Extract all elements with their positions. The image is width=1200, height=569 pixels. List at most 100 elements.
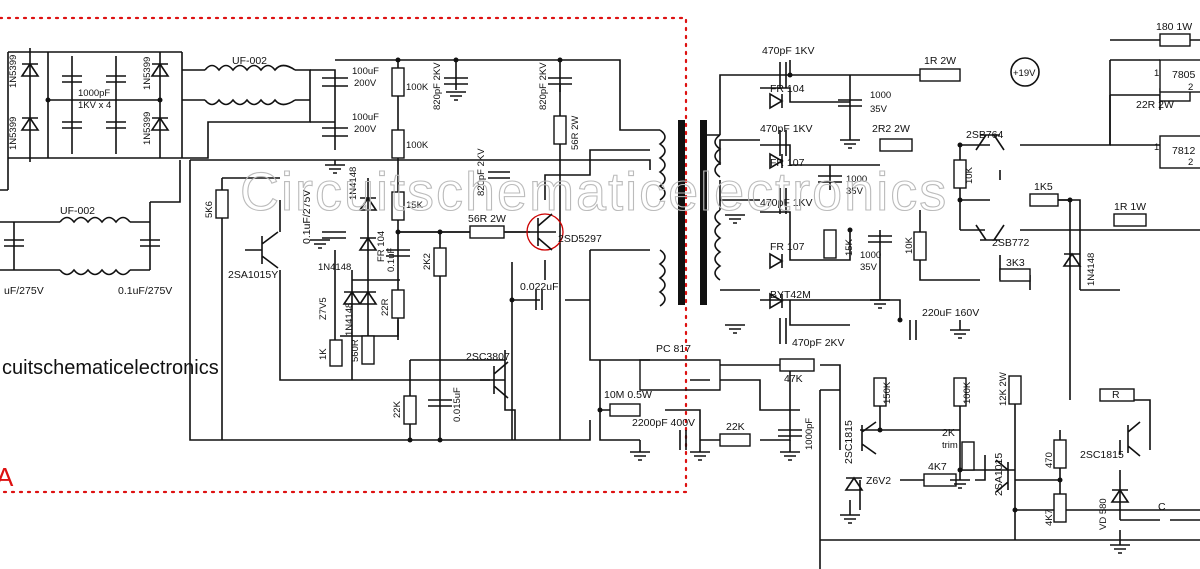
watermark-side: cuitschematicelectronics	[2, 357, 219, 379]
label: 200V	[354, 124, 377, 135]
label: 22R	[380, 298, 391, 316]
label: 2SC1815	[1080, 449, 1124, 461]
label: 3K3	[1006, 257, 1025, 269]
transformer-core	[700, 120, 707, 305]
label: 22K	[392, 400, 403, 418]
label: 2SC1815	[843, 420, 855, 464]
label: 22K	[726, 421, 745, 433]
label: 1	[1154, 68, 1159, 79]
label: 2K	[942, 427, 955, 439]
label: 2	[1188, 157, 1193, 168]
corner-mark: A	[0, 462, 14, 492]
label: 1000	[860, 250, 881, 261]
label: 100K	[406, 140, 429, 151]
label: 1R 1W	[1114, 201, 1146, 213]
label: 1KV x 4	[78, 100, 111, 111]
label: 2SA1015Y	[228, 269, 278, 281]
label: 4K7	[1044, 509, 1055, 526]
label: 1K	[318, 348, 329, 360]
label: 47K	[784, 373, 803, 385]
primary-boundary	[0, 16, 688, 494]
label: 2SD5297	[558, 233, 602, 245]
label: 1	[1154, 142, 1159, 153]
label: Z6V2	[866, 475, 891, 487]
label: 4K7	[928, 461, 947, 473]
label: FR 107	[770, 157, 805, 169]
label: 10K	[904, 236, 915, 254]
label: 1N4148	[348, 167, 359, 200]
label: FR 107	[770, 241, 805, 253]
diode-symbol	[342, 92, 1130, 503]
label: 2SB772	[992, 237, 1030, 249]
label: 470	[1044, 452, 1055, 468]
label: 15K	[844, 238, 855, 256]
transistor-symbol	[261, 134, 1141, 493]
label: 560R	[350, 339, 361, 362]
label: 220uF 160V	[922, 307, 979, 319]
ic-7805	[1159, 59, 1200, 93]
label: 0.1uF/275V	[118, 285, 172, 297]
label: 1N4148	[1086, 253, 1097, 286]
label: 5K6	[204, 201, 215, 218]
label: 1N4148	[344, 303, 355, 336]
wiring	[0, 39, 1200, 569]
label: 10K	[964, 166, 975, 184]
watermark: Circuitschematicelectronics	[240, 162, 948, 222]
label: 2SA1015	[993, 453, 1005, 496]
label: 820pF 2KV	[538, 62, 549, 110]
label: 22R 2W	[1136, 99, 1174, 111]
label: UF-002	[232, 55, 267, 67]
inductor-symbol	[59, 64, 722, 307]
label: 470pF 1KV	[760, 123, 813, 135]
label: 7805	[1172, 69, 1196, 81]
label: 1000pF	[804, 418, 815, 450]
label: 15K	[406, 200, 424, 211]
label: 1N5399	[8, 55, 19, 88]
label: 1N5399	[142, 57, 153, 90]
component-labels: 1N5399 1N5399 1N5399 1N5399 1000pF 1KV x…	[4, 21, 1196, 530]
label: FR 104	[376, 231, 387, 262]
label: 0.1uF	[386, 248, 397, 272]
label: 820pF 2KV	[432, 62, 443, 110]
label: 470pF 1KV	[760, 197, 813, 209]
label: 2SC3807	[466, 351, 510, 363]
label: 470pF 2KV	[792, 337, 845, 349]
label: C	[1158, 501, 1166, 513]
label: 35V	[870, 104, 888, 115]
label: 2	[1188, 82, 1193, 93]
label: VD 580	[1098, 498, 1109, 530]
label: 1000	[870, 90, 891, 101]
label: 1N5399	[8, 117, 19, 150]
label: FR 104	[770, 83, 805, 95]
label: 7812	[1172, 145, 1196, 157]
label: 1N4148	[318, 262, 351, 273]
label: 100uF	[352, 112, 379, 123]
output-terminal	[1010, 57, 1040, 87]
label: 0.1uF/275V	[301, 190, 313, 244]
label: 1N5399	[142, 112, 153, 145]
label: 820pF 2KV	[476, 148, 487, 196]
transformer-core	[678, 120, 685, 305]
label: 56R 2W	[570, 116, 581, 150]
label: 1000	[846, 174, 867, 185]
diode-symbol	[20, 62, 170, 131]
label: 35V	[846, 186, 864, 197]
label: 1000pF	[78, 88, 110, 99]
label: Z7V5	[318, 297, 329, 320]
label: +19V	[1013, 68, 1036, 79]
label: 35V	[860, 262, 878, 273]
label: R	[1112, 389, 1120, 401]
label: BYT42M	[770, 289, 811, 301]
label: 10M 0.5W	[604, 389, 652, 401]
label: 1R 2W	[924, 55, 956, 67]
label: 2K2	[422, 253, 433, 270]
label: 2200pF 400V	[632, 417, 695, 429]
label: 0.022uF	[520, 281, 559, 293]
label: uF/275V	[4, 285, 44, 297]
label: 2SB764	[966, 129, 1004, 141]
label: 100K	[962, 381, 973, 404]
label: 100uF	[352, 66, 379, 77]
label: trim	[942, 440, 958, 451]
junction-dots	[45, 57, 1073, 513]
